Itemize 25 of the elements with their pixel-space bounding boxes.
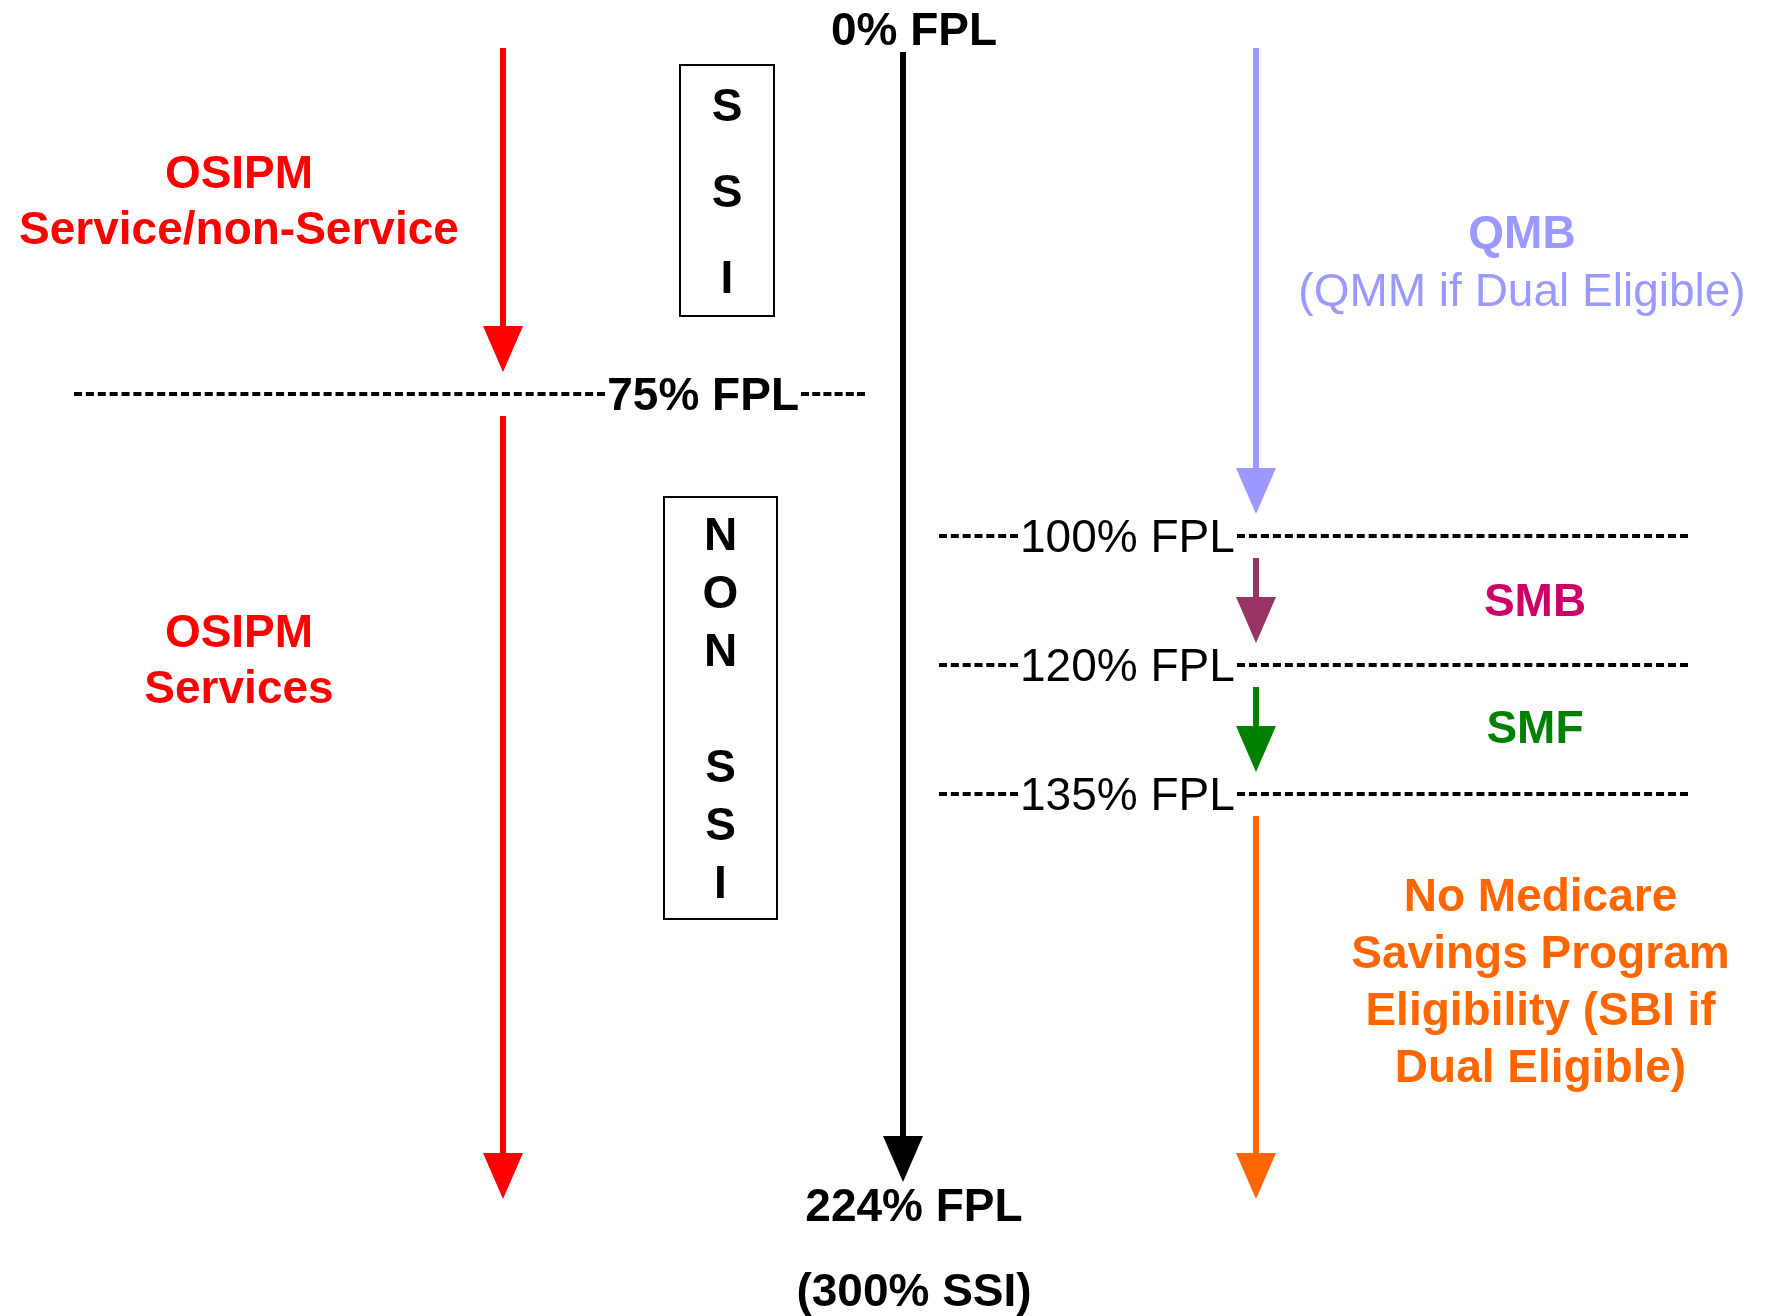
program-label: QMB	[1467, 205, 1577, 259]
program-label: (QMM if Dual Eligible)	[1297, 263, 1747, 317]
program-label: OSIPM Service/non-Service	[18, 145, 460, 256]
program-label: SMB	[1482, 573, 1588, 627]
program-label: SMF	[1485, 700, 1585, 754]
arrow	[1236, 687, 1276, 772]
threshold-label: 75% FPL	[606, 371, 800, 417]
threshold-label: 100% FPL	[1019, 513, 1236, 559]
arrow	[1236, 816, 1276, 1199]
arrow	[483, 416, 523, 1199]
program-label: OSIPM Services	[143, 604, 335, 715]
threshold-note: (300% SSI)	[795, 1266, 1033, 1314]
vertical-label: NON SSI	[702, 507, 739, 910]
vertical-label: SSI	[711, 77, 743, 305]
threshold-label: 224% FPL	[784, 1182, 1044, 1228]
arrow	[1236, 558, 1276, 643]
threshold-label: 135% FPL	[1019, 771, 1236, 817]
threshold-label: 120% FPL	[1019, 642, 1236, 688]
arrow	[483, 48, 523, 372]
arrow	[1236, 48, 1276, 514]
vertical-text-box	[679, 64, 775, 317]
program-label: No Medicare Savings Program Eligibility (SBI if Dual Eligible)	[1350, 868, 1731, 1094]
arrow	[883, 52, 923, 1182]
threshold-label: 0% FPL	[794, 6, 1034, 52]
vertical-text-box	[663, 496, 778, 920]
